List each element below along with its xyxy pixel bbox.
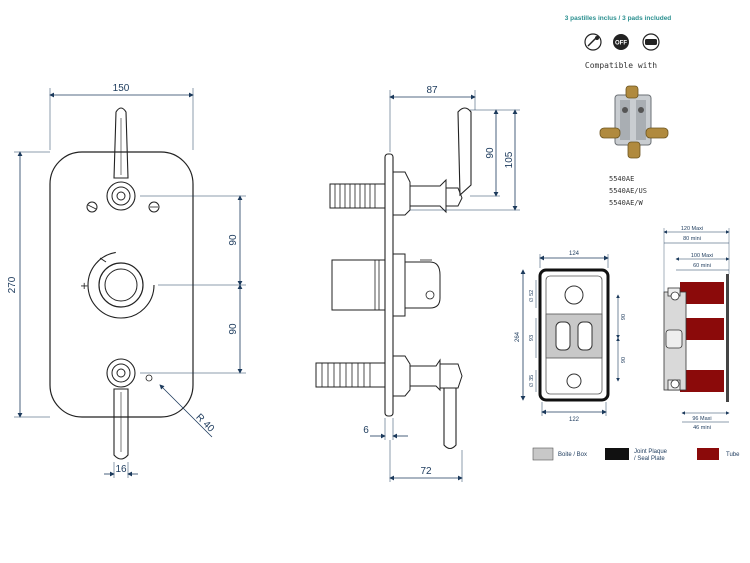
pads-title: 3 pastilles inclus / 3 pads included (565, 15, 672, 22)
side-view: 87 90 105 6 72 (315, 85, 520, 482)
side-inner-max: 100 Maxi (691, 253, 713, 259)
tube-mid (680, 318, 724, 340)
box-mid-block (545, 313, 603, 359)
front-view: 150 270 + (7, 83, 246, 478)
bath-icon (642, 33, 660, 51)
box-right-dim-lower: 90 (621, 357, 627, 363)
plate-thickness-dim: 6 (363, 425, 369, 436)
model-1: 5540AE (609, 175, 634, 183)
legend-swatch-tube (697, 448, 719, 460)
box-width-bottom-dim: 122 (569, 417, 580, 423)
lever-depth-dim: 72 (420, 466, 432, 477)
pads-section: 3 pastilles inclus / 3 pads included OFF… (565, 15, 672, 207)
legend-label-tube: Tube (726, 452, 740, 458)
box-hole-top-dim: ∅ 52 (528, 290, 535, 302)
box-mid-dim: 93 (529, 335, 535, 341)
model-2: 5540AE/US (609, 187, 647, 195)
front-plate (49, 151, 194, 418)
front-height-dim: 270 (7, 276, 18, 293)
lever-dim-90: 90 (485, 147, 496, 159)
shower-icon (584, 33, 602, 51)
radius-dim: R 40 (193, 412, 216, 435)
side-inner-min: 60 mini (693, 263, 711, 269)
side-plate (384, 153, 394, 417)
legend-label-seal-1: Joint Plaque (634, 449, 668, 455)
side-bottom-max: 96 Maxi (692, 416, 711, 422)
legend-label-seal-2: / Seal Plate (634, 456, 665, 462)
tube-bottom (680, 370, 724, 392)
center-knob: + (80, 251, 155, 319)
top-lever (86, 107, 160, 213)
side-depth-dim: 87 (426, 85, 438, 96)
model-3: 5540AE/W (609, 199, 644, 207)
box-height-dim: 264 (515, 331, 521, 342)
lower-spacing-dim: 90 (228, 323, 239, 335)
upper-shaft (329, 107, 472, 216)
valve-body-image (599, 85, 669, 159)
box-side-view: 120 Maxi 80 mini 100 Maxi 60 mini 96 Max… (663, 226, 730, 431)
handle-width-dim: 16 (115, 464, 127, 475)
off-icon: OFF (613, 34, 629, 50)
off-icon-label: OFF (615, 41, 627, 47)
legend-swatch-seal (605, 448, 629, 460)
upper-spacing-dim: 90 (228, 234, 239, 246)
tube-top (680, 282, 724, 304)
front-width-dim: 150 (113, 83, 130, 94)
box-hole-bottom-dim: ∅ 35 (528, 375, 535, 387)
legend: Boite / Box Joint Plaque / Seal Plate Tu… (532, 447, 740, 462)
lever-dim-105: 105 (504, 151, 515, 168)
box-width-top-dim: 124 (569, 251, 580, 257)
side-top-min: 80 mini (683, 236, 701, 242)
bottom-lever (106, 358, 153, 460)
middle-cartridge (331, 253, 441, 317)
box-right-dim-upper: 90 (621, 314, 627, 320)
compatible-label: Compatible with (585, 61, 657, 70)
side-bottom-min: 46 mini (693, 425, 711, 431)
legend-label-box: Boite / Box (558, 452, 587, 458)
box-front-view: 124 264 ∅ 52 93 ∅ 35 90 90 122 (515, 251, 627, 423)
legend-swatch-box (532, 447, 554, 461)
plus-icon: + (80, 281, 88, 292)
lower-shaft (315, 355, 463, 450)
side-top-max: 120 Maxi (681, 226, 703, 232)
